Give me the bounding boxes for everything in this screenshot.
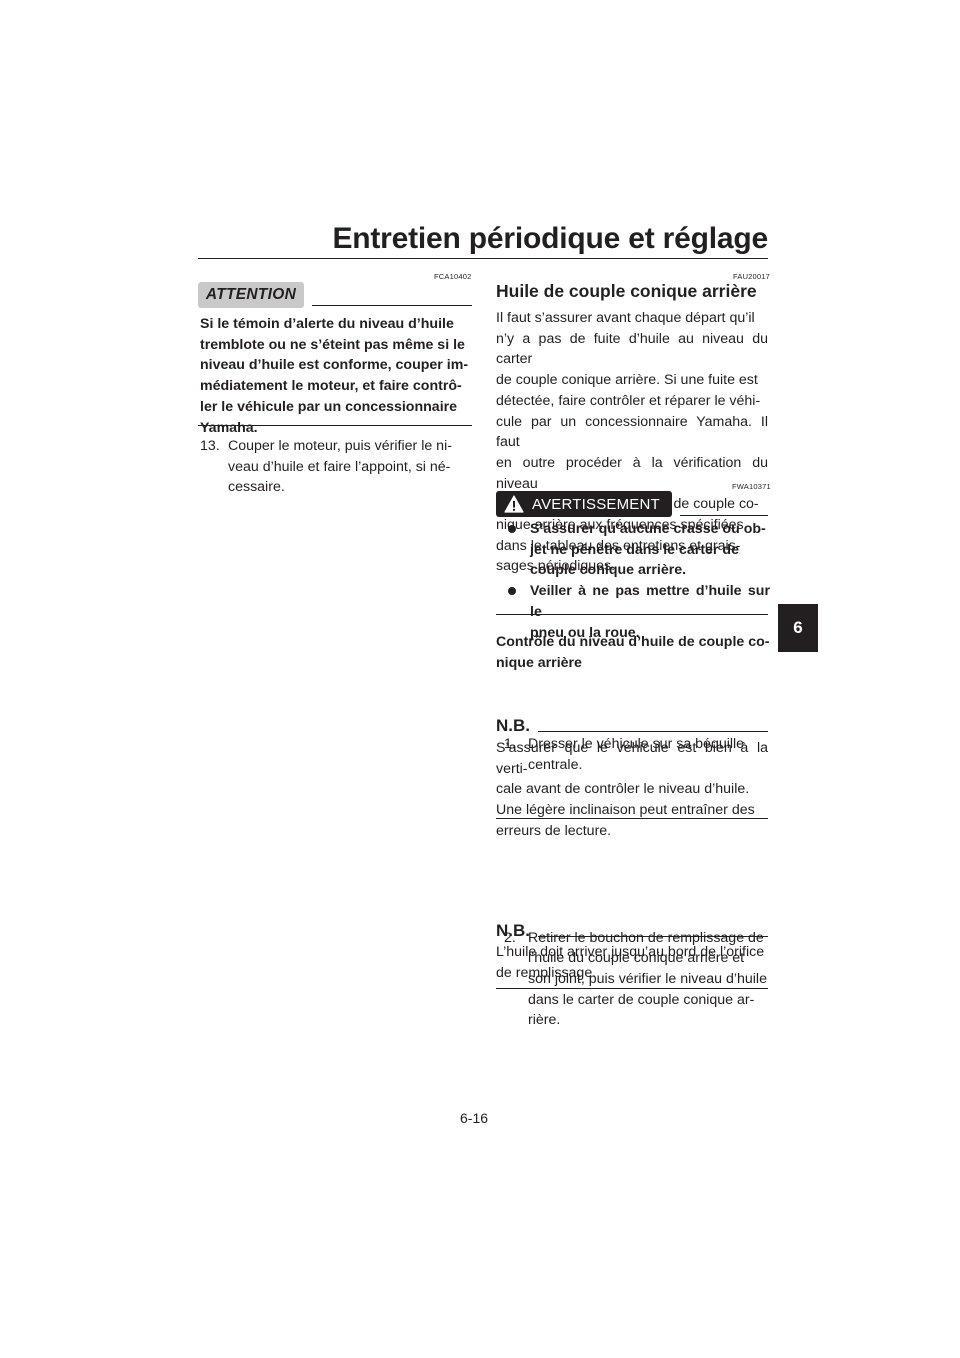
page-title: Entretien périodique et réglage xyxy=(332,222,768,255)
nb-text: L’huile doit arriver jusqu’au bord de l’… xyxy=(496,942,768,983)
warning-line: pneu ou la roue. xyxy=(530,624,640,641)
nb-rule-bottom xyxy=(496,818,768,819)
step-line: l’huile du couple conique arrière et xyxy=(528,950,745,967)
subheading: Contrôle du niveau d’huile de couple co-… xyxy=(496,632,770,673)
nb-label: N.B. xyxy=(496,716,530,735)
caution-text: Si le témoin d’alerte du niveau d’huile … xyxy=(200,314,472,438)
caution-line: tremblote ou ne s’éteint pas même si le xyxy=(200,336,465,353)
intro-paragraph: Il faut s’assurer avant chaque départ qu… xyxy=(496,308,768,577)
intro-line: nique arrière aux fréquences spécifiées xyxy=(496,517,744,534)
warning-badge: AVERTISSEMENT xyxy=(496,491,672,517)
nb-line: S’assurer que le véhicule est bien à la … xyxy=(496,740,768,777)
step-line: son joint, puis vérifier le niveau d’hui… xyxy=(528,970,767,987)
step-line: Retirer le bouchon de remplissage de xyxy=(528,929,764,946)
nb-line: cale avant de contrôler le niveau d’huil… xyxy=(496,781,750,798)
caution-label: ATTENTION xyxy=(205,286,297,303)
subheading-line: nique arrière xyxy=(496,654,582,671)
caution-rule-bottom xyxy=(198,425,472,426)
chapter-tab: 6 xyxy=(778,604,818,652)
nb-rule-bottom xyxy=(496,988,768,989)
warning-label: AVERTISSEMENT xyxy=(532,495,660,513)
step-2: 2. Retirer le bouchon de remplissage de … xyxy=(504,928,770,1032)
warning-line: S’assurer qu’aucune crasse ou ob- xyxy=(530,521,766,537)
caution-line: médiatement le moteur, et faire contrô- xyxy=(200,378,462,395)
step-line: centrale. xyxy=(528,756,583,773)
warning-rule-top xyxy=(680,515,768,516)
nb-rule-top xyxy=(538,731,768,732)
warning-triangle-icon xyxy=(504,495,524,513)
caution-line: ler le véhicule par un concessionnaire xyxy=(200,398,458,415)
caution-badge: ATTENTION xyxy=(198,282,304,308)
warning-item: Veiller à ne pas mettre d’huile sur le p… xyxy=(508,581,770,643)
step-line: veau d’huile et faire l’appoint, si né- xyxy=(228,458,451,475)
step-13: 13. Couper le moteur, puis vérifier le n… xyxy=(200,436,472,498)
intro-line: sages périodiques. xyxy=(496,558,616,575)
step-number: 13. xyxy=(200,438,220,454)
page-number: 6-16 xyxy=(460,1110,489,1126)
warning-list: S’assurer qu’aucune crasse ou ob- jet ne… xyxy=(508,519,770,643)
caution-line: niveau d’huile est conforme, couper im- xyxy=(200,357,469,374)
step-line: rière. xyxy=(528,1012,561,1029)
caution-line: Yamaha. xyxy=(200,419,258,436)
nb-label: N.B. xyxy=(496,921,530,940)
section-code: FAU20017 xyxy=(733,272,771,281)
nb-line: L’huile doit arriver jusqu’au bord de l’… xyxy=(496,944,765,960)
intro-line: en outre procéder à la vérification du n… xyxy=(496,454,768,492)
warning-code: FWA10371 xyxy=(732,482,771,491)
intro-line: de couple conique arrière. Si une fuite … xyxy=(496,372,758,389)
step-line: cessaire. xyxy=(228,479,285,496)
nb-rule-top xyxy=(538,936,768,937)
warning-line: jet ne pénètre dans le carter de xyxy=(530,541,739,558)
intro-line: cule par un concessionnaire Yamaha. Il f… xyxy=(496,413,768,451)
title-rule xyxy=(198,258,768,259)
warning-line: couple conique arrière. xyxy=(530,562,687,579)
step-line: Couper le moteur, puis vérifier le ni- xyxy=(228,438,452,454)
intro-line: détectée, faire contrôler et réparer le … xyxy=(496,392,761,409)
intro-line: Il faut s’assurer avant chaque départ qu… xyxy=(496,310,755,326)
section-heading: Huile de couple conique arrière xyxy=(496,281,757,301)
step-line: Dresser le véhicule sur sa béquille xyxy=(528,736,745,753)
nb-line: erreurs de lecture. xyxy=(496,822,612,839)
warning-rule-bottom xyxy=(496,614,768,615)
nb-line: Une légère inclinaison peut entraîner de… xyxy=(496,802,755,819)
subheading-line: Contrôle du niveau d’huile de couple co- xyxy=(496,634,770,650)
intro-line: n’y a pas de fuite d’huile au niveau du … xyxy=(496,330,768,368)
nb-line: de remplissage. xyxy=(496,964,597,981)
intro-line: dans le tableau des entretiens et grais- xyxy=(496,537,741,554)
step-1: 1. Dresser le véhicule sur sa béquille c… xyxy=(504,734,770,775)
caution-rule-top xyxy=(312,305,472,306)
caution-line: Si le témoin d’alerte du niveau d’huile xyxy=(200,316,454,332)
warning-item: S’assurer qu’aucune crasse ou ob- jet ne… xyxy=(508,519,770,581)
caution-code: FCA10402 xyxy=(434,272,472,281)
step-number: 1. xyxy=(504,736,516,753)
step-number: 2. xyxy=(504,929,516,946)
step-line: dans le carter de couple conique ar- xyxy=(528,991,755,1008)
warning-line: Veiller à ne pas mettre d’huile sur le xyxy=(530,583,770,620)
nb-text: S’assurer que le véhicule est bien à la … xyxy=(496,738,768,842)
